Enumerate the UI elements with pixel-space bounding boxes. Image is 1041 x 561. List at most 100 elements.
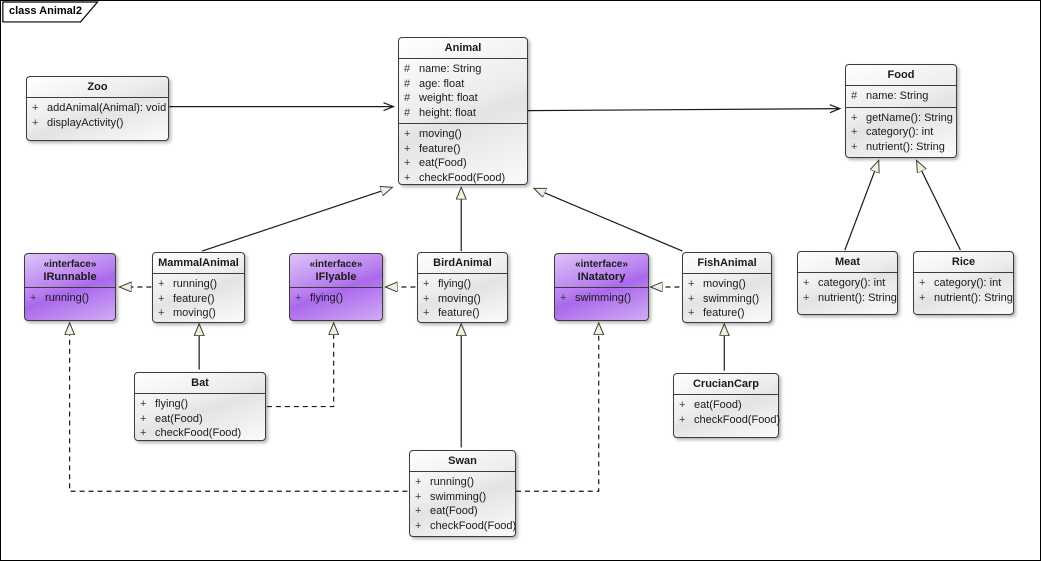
class-MammalAnimal[interactable]: MammalAnimal+running()+feature()+moving(…: [152, 252, 245, 323]
visibility-marker: +: [415, 505, 422, 517]
interface-IFlyable[interactable]: «interface»IFlyable+flying(): [289, 253, 383, 321]
member-row[interactable]: + eat(Food): [135, 412, 265, 427]
member-signature: getName(): String: [866, 111, 953, 124]
interface-IRunnable[interactable]: «interface»IRunnable+running(): [24, 253, 116, 321]
member-signature: moving(): [419, 128, 462, 140]
member-row[interactable]: +flying(): [290, 291, 382, 306]
member-row[interactable]: +moving(): [399, 127, 527, 142]
member-row[interactable]: +displayActivity(): [27, 116, 168, 131]
member-signature: height: float: [419, 106, 476, 119]
member-row[interactable]: +category(): int: [914, 276, 1013, 291]
realization-edge-Bat-to-IFlyable[interactable]: [266, 323, 334, 408]
visibility-marker: +: [404, 171, 411, 184]
visibility-marker: #: [404, 77, 411, 90]
visibility-marker: +: [423, 292, 430, 305]
member-row[interactable]: +swimming(): [555, 291, 648, 306]
node-name: Swan: [448, 455, 477, 467]
node-title: Rice: [914, 252, 1013, 273]
visibility-marker: +: [688, 278, 695, 290]
class-CrucianCarp[interactable]: CrucianCarp +eat(Food)+checkFood(Food): [673, 373, 780, 438]
member-row[interactable]: +checkFood(Food): [674, 413, 780, 428]
member-signature: running(): [430, 476, 475, 488]
member-row[interactable]: +eat(Food): [674, 398, 778, 413]
generalization-edge-Meat-to-Food[interactable]: [844, 160, 879, 251]
member-signature: weight: float: [419, 92, 478, 104]
node-name: CrucianCarp: [692, 378, 760, 390]
member-row[interactable]: +category(): int: [846, 125, 956, 140]
member-row[interactable]: +eat(Food): [410, 504, 515, 519]
member-row[interactable]: #name: String: [399, 62, 527, 77]
interface-INatatory[interactable]: «interface»INatatory+swimming(): [554, 253, 649, 321]
generalization-edge-MammalAnimal-to-Animal[interactable]: [201, 187, 392, 252]
member-row[interactable]: #height: float: [399, 106, 527, 121]
class-Meat[interactable]: Meat+category(): int+nutrient(): String: [797, 251, 898, 315]
visibility-marker: +: [803, 277, 810, 289]
member-row[interactable]: +feature(): [399, 142, 527, 157]
class-Food[interactable]: Food#name: String+getName(): String+cate…: [845, 64, 957, 158]
class-Bat[interactable]: Bat+flying()+eat(Food)+checkFood(Food): [134, 372, 266, 441]
member-row[interactable]: +category(): int: [798, 276, 897, 291]
member-row[interactable]: +checkFood(Food): [135, 426, 265, 441]
visibility-marker: +: [423, 307, 430, 319]
generalization-edge-Rice-to-Food[interactable]: [917, 160, 961, 251]
member-row[interactable]: +moving(): [153, 306, 244, 321]
member-signature: category(): int: [934, 277, 1002, 289]
member-row[interactable]: + eat(Food): [399, 156, 527, 171]
realization-edge-Swan-to-INatatory[interactable]: [516, 323, 599, 492]
visibility-marker: +: [679, 399, 686, 411]
visibility-marker: +: [404, 157, 411, 169]
member-signature: swimming(): [575, 292, 632, 304]
member-row[interactable]: + moving(): [418, 292, 507, 307]
member-row[interactable]: +getName(): String: [846, 111, 956, 126]
member-row[interactable]: +checkFood(Food): [399, 171, 527, 186]
member-row[interactable]: +checkFood(Food): [410, 519, 517, 534]
class-Zoo[interactable]: Zoo+addAnimal(Animal): void+displayActiv…: [26, 76, 169, 141]
operations-compartment: +swimming(): [555, 288, 648, 320]
realization-edge-Swan-to-IRunnable[interactable]: [70, 323, 408, 492]
member-row[interactable]: #age: float: [399, 77, 527, 92]
member-row[interactable]: +running(): [25, 291, 115, 306]
class-FishAnimal[interactable]: FishAnimal+moving()+swimming()+feature(): [682, 252, 772, 323]
member-row[interactable]: +nutrient(): String: [846, 140, 956, 155]
class-Swan[interactable]: Swan+running()+swimming()+eat(Food)+chec…: [409, 450, 516, 537]
node-name: MammalAnimal: [158, 257, 239, 269]
generalization-edge-FishAnimal-to-Animal[interactable]: [534, 187, 683, 252]
member-row[interactable]: +nutrient(): String: [914, 291, 1013, 306]
member-row[interactable]: +nutrient(): String: [798, 291, 897, 306]
member-signature: displayActivity(): [47, 116, 124, 129]
member-row[interactable]: #weight: float: [399, 91, 527, 106]
node-title: CrucianCarp: [674, 374, 778, 395]
member-row[interactable]: + running(): [410, 475, 515, 490]
member-signature: eat(Food): [419, 157, 467, 169]
visibility-marker: +: [30, 292, 37, 304]
class-Animal[interactable]: Animal#name: String#age: float#weight: f…: [398, 37, 528, 185]
member-row[interactable]: +addAnimal(Animal): void: [27, 101, 168, 116]
member-row[interactable]: +running(): [153, 277, 244, 292]
class-BirdAnimal[interactable]: BirdAnimal+flying()+moving()+feature(): [417, 252, 508, 323]
member-row[interactable]: +feature(): [153, 292, 244, 307]
visibility-marker: +: [851, 140, 858, 153]
member-row[interactable]: +flying(): [418, 277, 507, 292]
member-row[interactable]: +moving(): [683, 277, 771, 292]
node-name: IRunnable: [43, 271, 97, 283]
visibility-marker: +: [140, 412, 147, 425]
member-signature: moving(): [438, 292, 481, 305]
operations-compartment: +running()+feature()+moving(): [153, 274, 244, 324]
member-row[interactable]: +flying(): [135, 397, 265, 412]
visibility-marker: +: [688, 292, 695, 305]
member-row[interactable]: +swimming(): [410, 490, 515, 505]
visibility-marker: +: [415, 476, 422, 488]
member-signature: running(): [173, 278, 218, 290]
operations-compartment: +category(): int+nutrient(): String: [914, 273, 1013, 314]
member-row[interactable]: +swimming(): [683, 292, 771, 307]
visibility-marker: +: [158, 307, 165, 319]
class-Rice[interactable]: Rice+category(): int+nutrient(): String: [913, 251, 1014, 315]
visibility-marker: +: [295, 292, 302, 304]
member-signature: eat(Food): [155, 412, 203, 425]
member-signature: checkFood(Food): [430, 519, 517, 532]
member-row[interactable]: #name: String: [846, 89, 956, 104]
member-row[interactable]: +feature(): [683, 306, 771, 321]
member-row[interactable]: +feature(): [418, 306, 507, 321]
association-edge-Animal-to-Food[interactable]: [527, 104, 842, 114]
